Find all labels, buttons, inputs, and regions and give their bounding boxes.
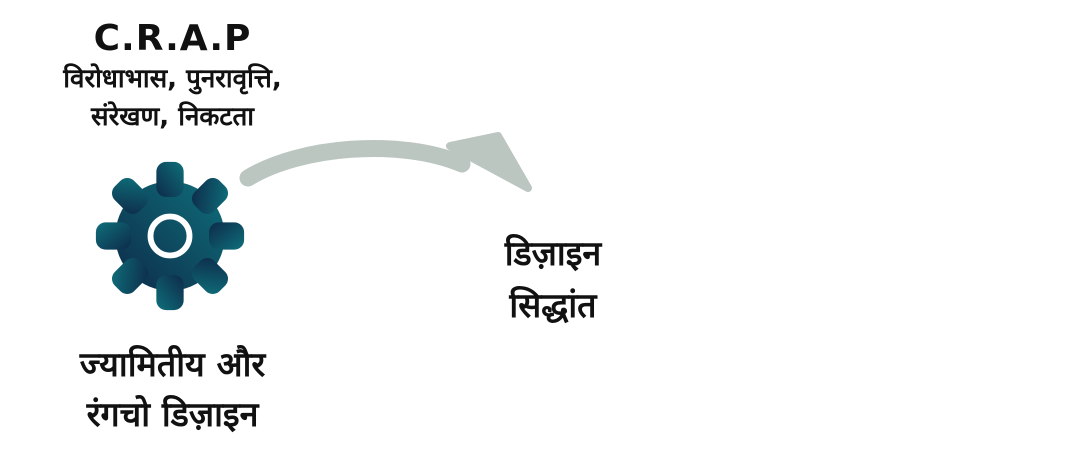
design-principles-line-2: सिद्धांत	[509, 286, 597, 326]
design-principles-line-1: डिज़ाइन	[504, 234, 602, 274]
crap-block: C.R.A.P विरोधाभास, पुनरावृत्ति, संरेखण, …	[0, 18, 345, 136]
crap-title: C.R.A.P	[93, 18, 252, 59]
crap-subtitle-line-2: संरेखण, निकटता	[91, 102, 254, 132]
geometry-design-label: ज्यामितीय और रंगचो डिज़ाइन	[0, 340, 345, 440]
gear-icon	[95, 161, 245, 311]
design-principles-label: डिज़ाइन सिद्धांत	[440, 228, 666, 332]
crap-subtitle-line-1: विरोधाभास, पुनरावृत्ति,	[63, 64, 282, 94]
curved-arrow-icon	[239, 132, 532, 192]
geometry-design-line-1: ज्यामितीय और	[79, 345, 266, 385]
geometry-design-line-2: रंगचो डिज़ाइन	[86, 395, 259, 435]
